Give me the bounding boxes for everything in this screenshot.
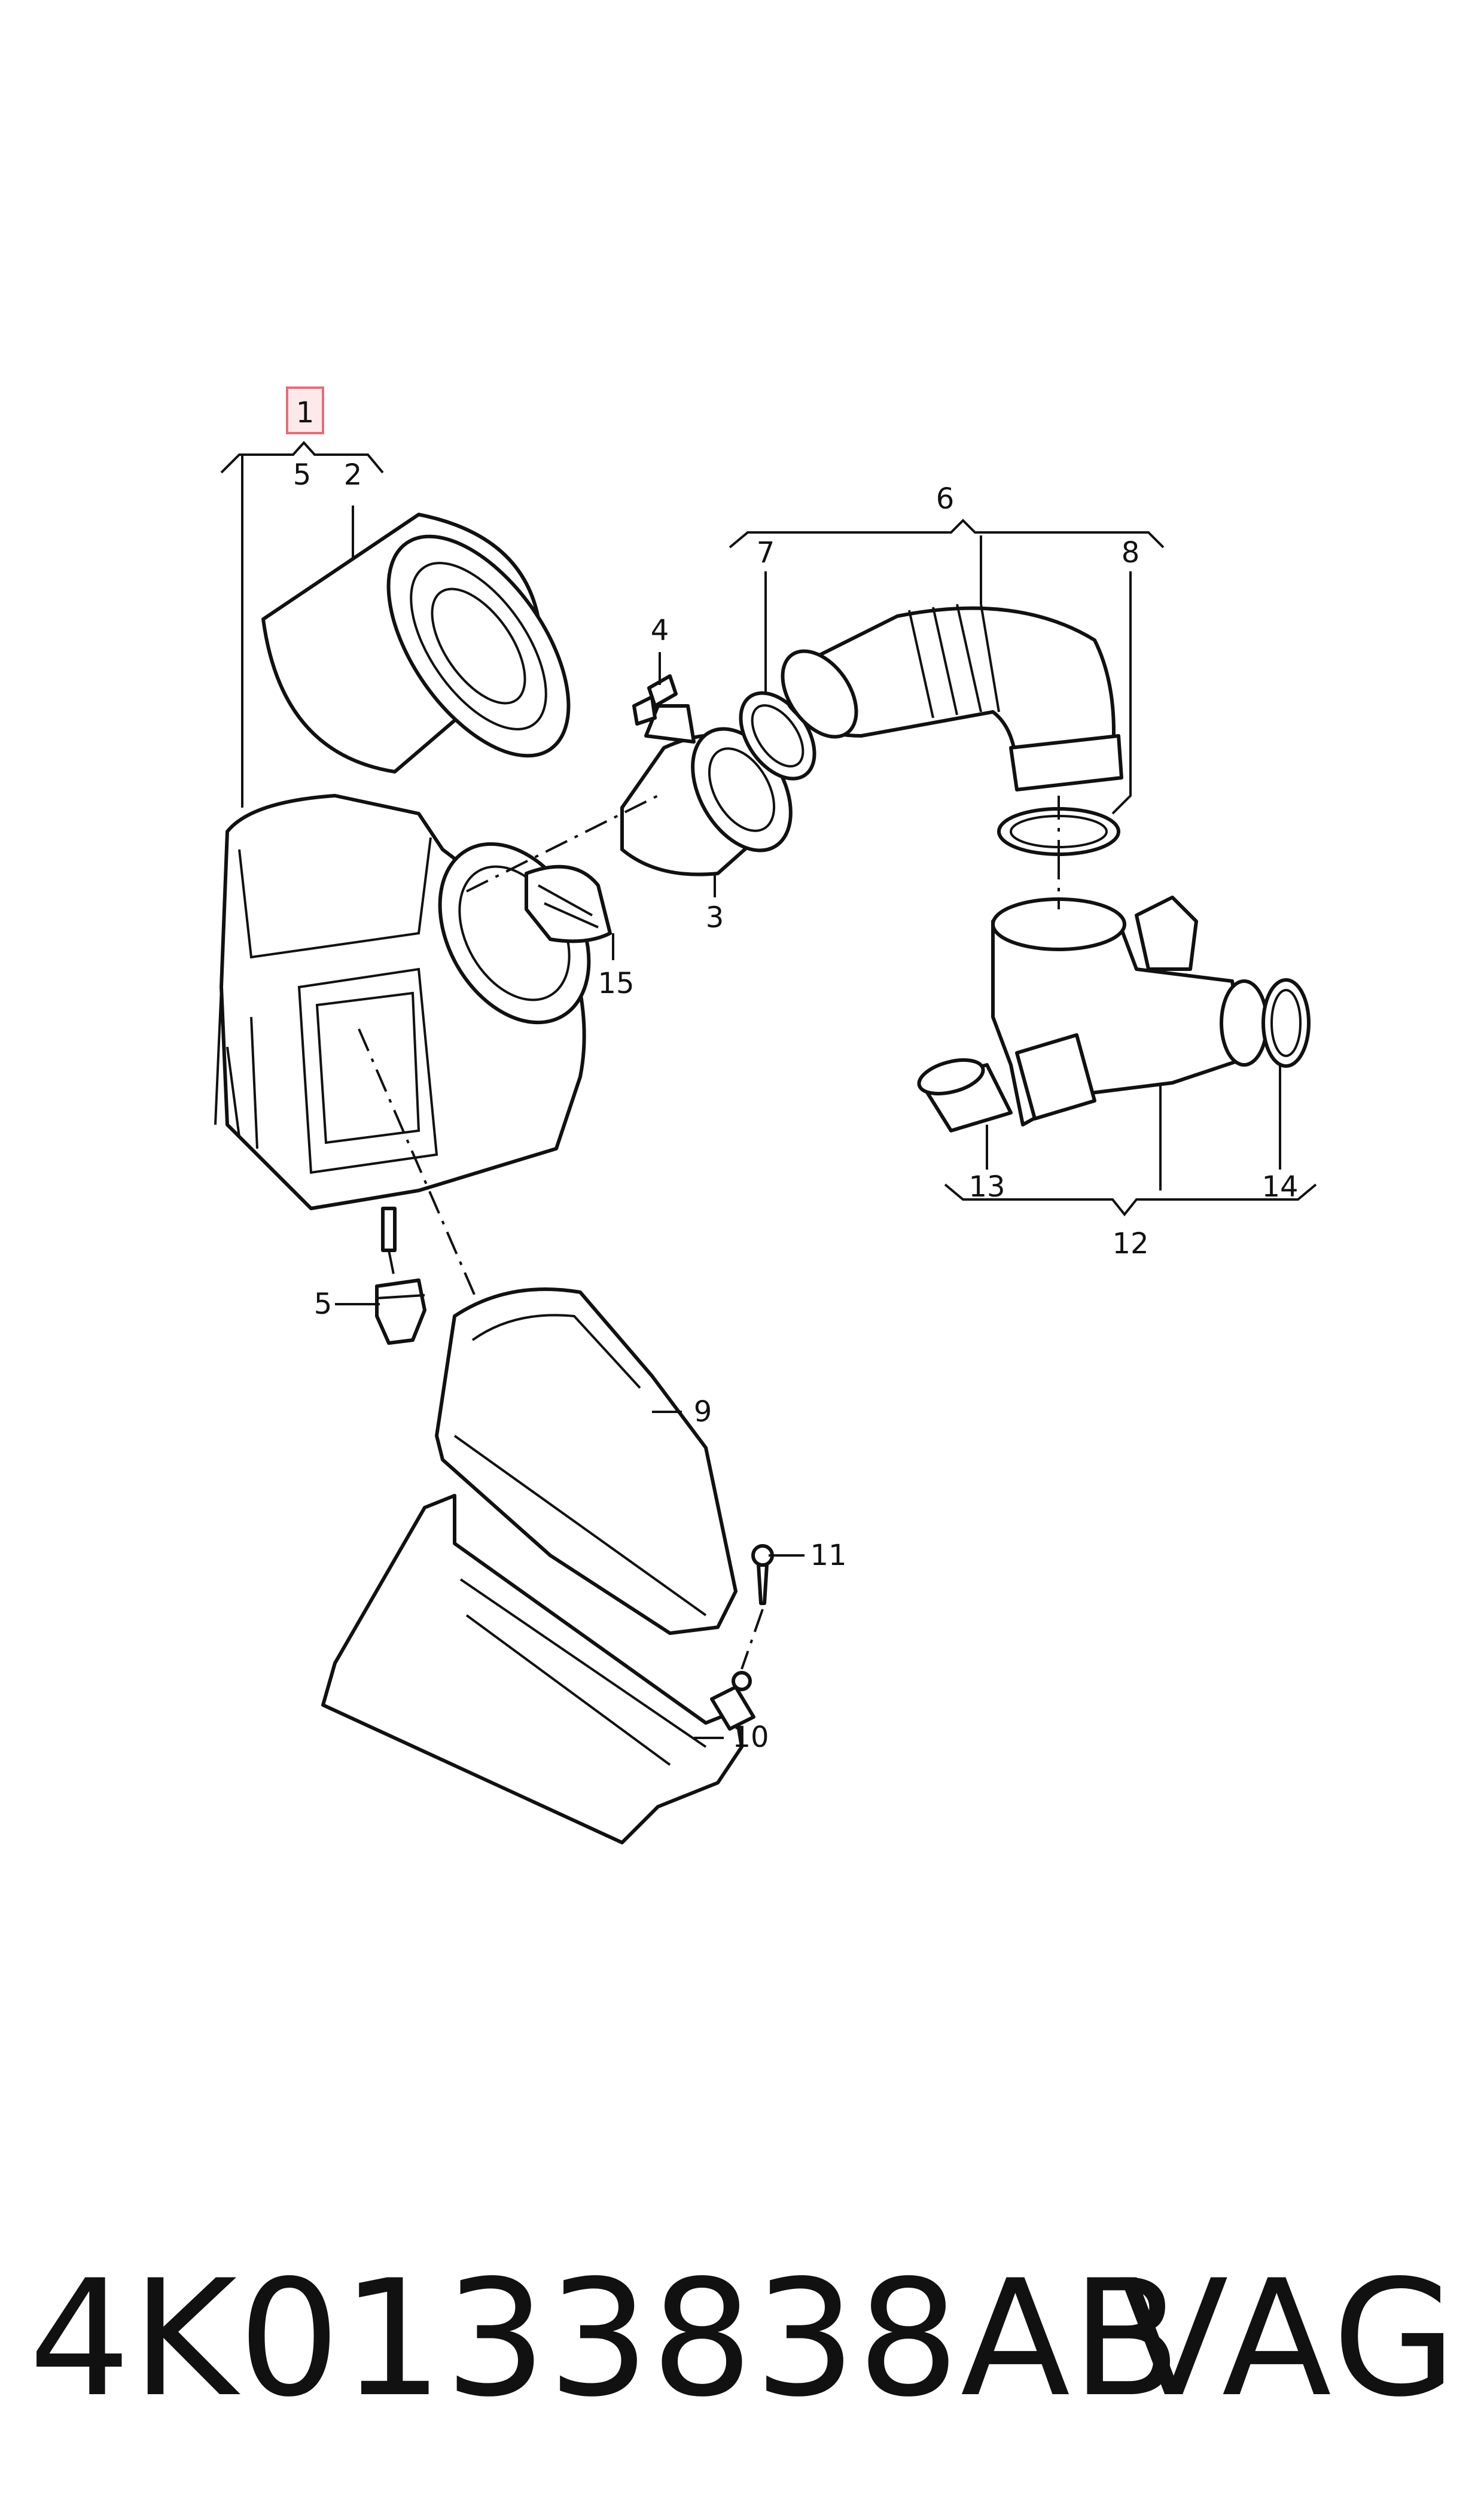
callout-4[interactable]: 4 [651, 614, 669, 647]
air-intake-duct[interactable] [435, 1287, 738, 1635]
callout-1-highlight [286, 386, 324, 434]
callout-6[interactable]: 6 [936, 482, 955, 516]
intake-hose[interactable] [767, 604, 1123, 791]
callout-5-bottom[interactable]: 5 [314, 1287, 333, 1321]
callout-13[interactable]: 13 [968, 1170, 1005, 1204]
assembly-line-duct-screw [741, 1609, 764, 1670]
pipe-section[interactable] [915, 1054, 1013, 1132]
assembly-line-filter-meter [466, 794, 659, 893]
callout-14[interactable]: 14 [1261, 1170, 1298, 1204]
rubber-mount[interactable] [375, 1278, 426, 1345]
callout-11[interactable]: 11 [810, 1539, 846, 1572]
air-filter-element[interactable] [261, 506, 605, 787]
callout-9[interactable]: 9 [694, 1395, 712, 1429]
part-number: 4K0133838AB [29, 2246, 1183, 2432]
parts-diagram: 1 5 2 6 7 8 4 3 15 13 14 12 5 9 11 10 [214, 386, 1317, 1844]
leader-8 [1111, 571, 1132, 815]
callout-3[interactable]: 3 [706, 901, 724, 934]
screw-small[interactable] [632, 674, 678, 726]
bracket-group-1 [220, 441, 384, 474]
lower-air-guide[interactable] [321, 1494, 755, 1844]
air-filter-housing[interactable] [214, 794, 619, 1252]
seal-ring[interactable] [525, 864, 612, 943]
callout-7[interactable]: 7 [757, 536, 775, 570]
callout-8[interactable]: 8 [1122, 536, 1140, 570]
bracket-group-12 [944, 1183, 1317, 1217]
assembly-line-housing-duct [358, 1028, 480, 1305]
callout-12[interactable]: 12 [1112, 1227, 1148, 1260]
air-pipe[interactable] [991, 896, 1269, 1126]
assembly-line-mount [388, 1250, 396, 1281]
callout-1[interactable]: 1 [296, 396, 315, 430]
o-ring[interactable] [1261, 978, 1311, 1068]
bracket-group-6 [729, 519, 1165, 549]
callout-15[interactable]: 15 [598, 967, 634, 1000]
footer: 4K0133838AB VAG [0, 2249, 1484, 2429]
callout-10[interactable]: 10 [732, 1721, 769, 1754]
callout-2[interactable]: 2 [344, 458, 362, 492]
callout-5-top[interactable]: 5 [293, 458, 312, 492]
brand-name: VAG [1119, 2246, 1460, 2432]
